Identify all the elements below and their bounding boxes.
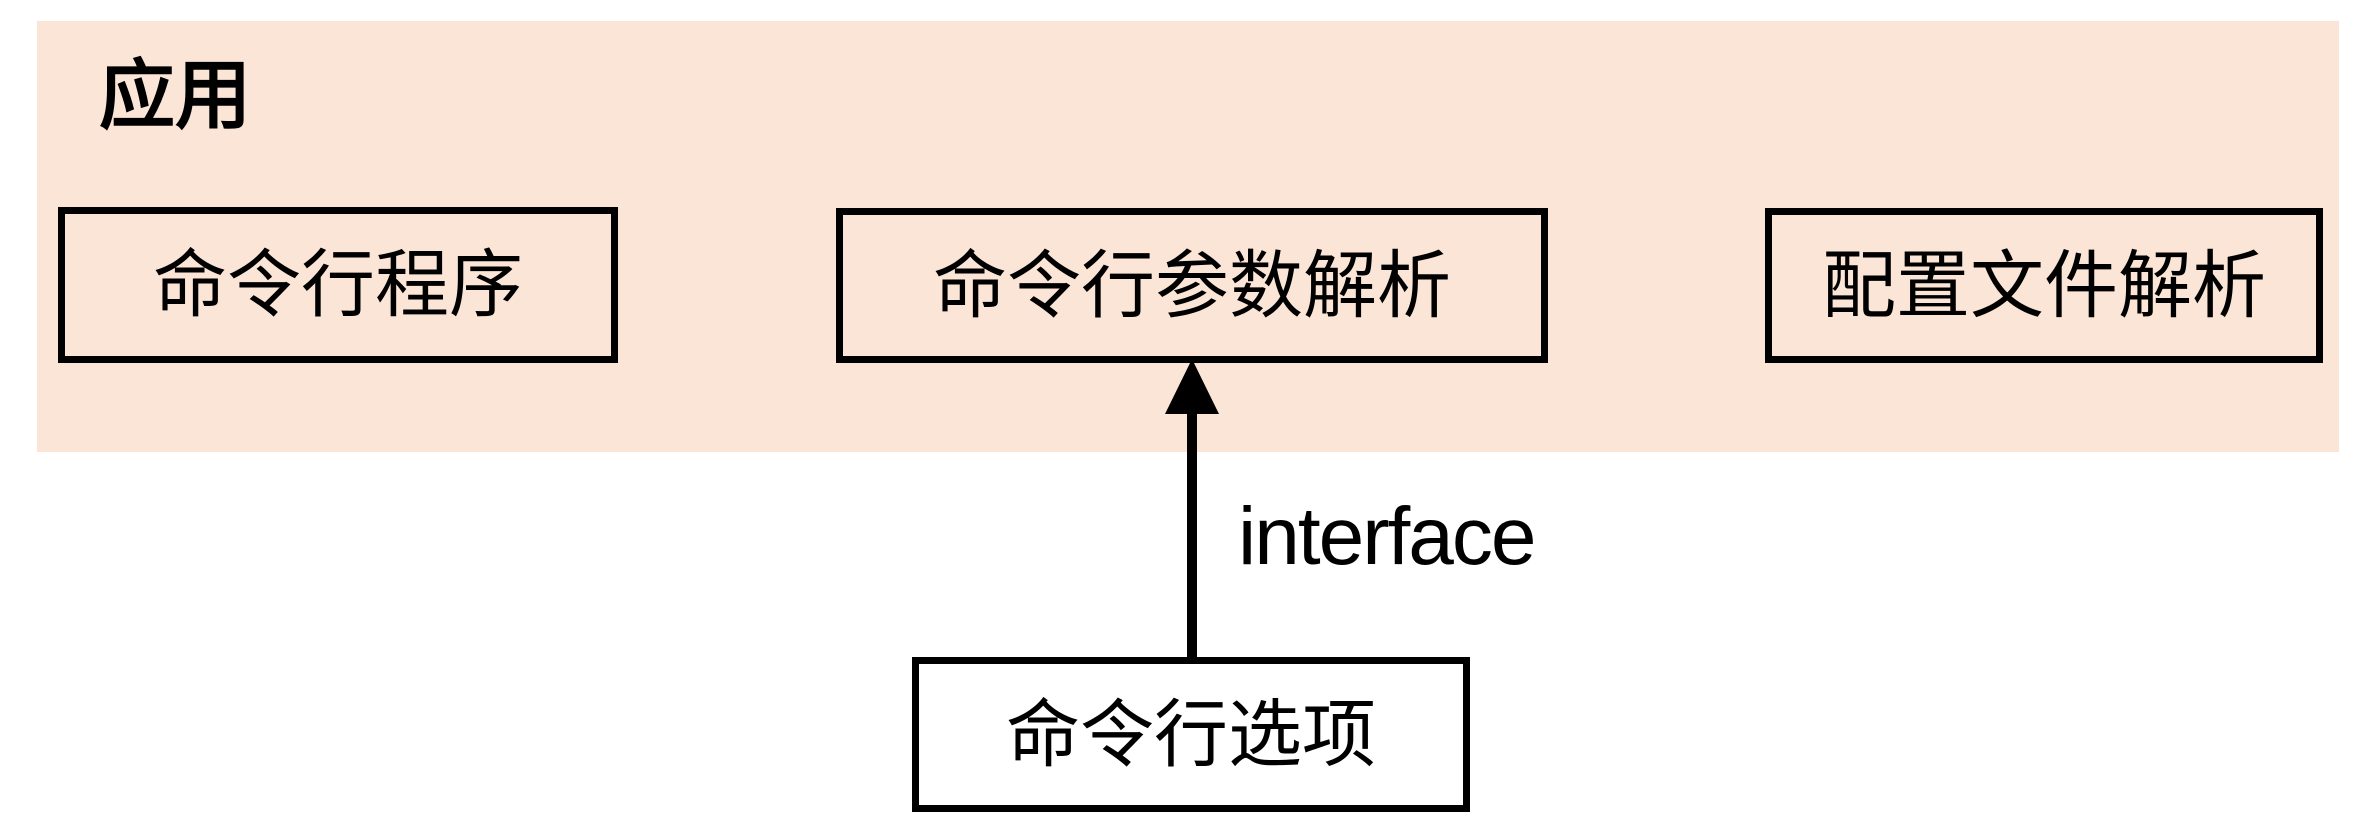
box-config-parser: 配置文件解析 [1765, 208, 2323, 363]
box-cli-program: 命令行程序 [58, 207, 618, 363]
box-config-parser-label: 配置文件解析 [1822, 243, 2266, 327]
panel-title: 应用 [99, 54, 251, 139]
interface-arrow-label: interface [1238, 491, 1537, 582]
interface-arrowhead-icon [1165, 359, 1219, 414]
box-cli-program-label: 命令行程序 [153, 243, 523, 326]
box-cli-options: 命令行选项 [912, 657, 1470, 812]
box-cli-arg-parser: 命令行参数解析 [836, 208, 1548, 363]
box-cli-options-label: 命令行选项 [1006, 692, 1376, 776]
interface-arrow-line [1187, 408, 1197, 658]
box-cli-arg-parser-label: 命令行参数解析 [933, 243, 1451, 327]
